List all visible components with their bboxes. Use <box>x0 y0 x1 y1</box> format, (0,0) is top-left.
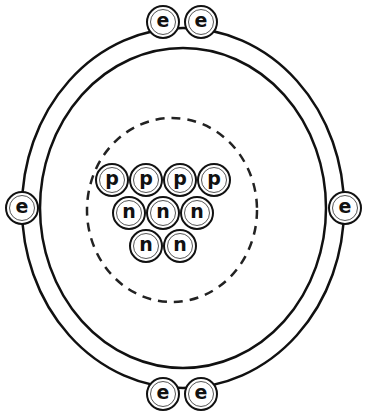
proton-symbol: p <box>207 169 221 188</box>
proton-particle: p <box>129 163 163 197</box>
electron-symbol: e <box>157 383 170 402</box>
electron-symbol: e <box>195 11 208 30</box>
neutron-particle: n <box>163 229 197 263</box>
electron-particle: e <box>5 191 39 225</box>
proton-particle: p <box>197 163 231 197</box>
neutron-particle: n <box>129 229 163 263</box>
proton-symbol: p <box>139 169 153 188</box>
proton-particle: p <box>163 163 197 197</box>
electron-symbol: e <box>339 197 352 216</box>
proton-particle: p <box>95 163 129 197</box>
electron-particle: e <box>146 5 180 39</box>
electron-particle: e <box>184 5 218 39</box>
electron-particle: e <box>146 377 180 411</box>
electron-particle: e <box>328 191 362 225</box>
neutron-symbol: n <box>173 235 187 254</box>
inner-shell <box>40 48 326 368</box>
electron-symbol: e <box>195 383 208 402</box>
neutron-particle: n <box>112 196 146 230</box>
proton-symbol: p <box>173 169 187 188</box>
electron-symbol: e <box>16 197 29 216</box>
proton-symbol: p <box>105 169 119 188</box>
electron-particle: e <box>184 377 218 411</box>
neutron-particle: n <box>146 196 180 230</box>
nucleus-boundary <box>87 118 257 302</box>
neutron-symbol: n <box>139 235 153 254</box>
neutron-symbol: n <box>190 202 204 221</box>
neutron-particle: n <box>180 196 214 230</box>
electron-symbol: e <box>157 11 170 30</box>
outer-shell <box>22 28 344 388</box>
neutron-symbol: n <box>156 202 170 221</box>
neutron-symbol: n <box>122 202 136 221</box>
